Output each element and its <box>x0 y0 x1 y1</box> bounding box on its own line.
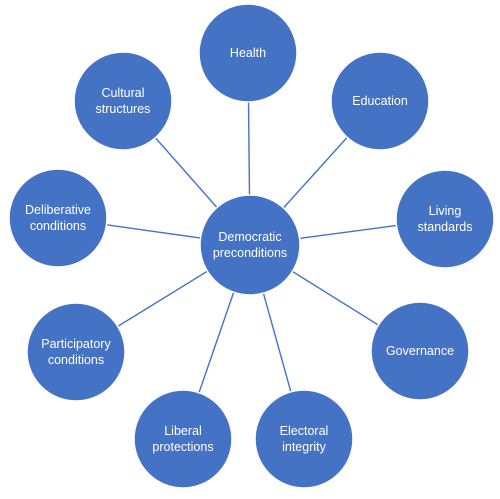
node-circle-electoral-integrity <box>254 389 354 489</box>
node-circles <box>8 3 495 489</box>
node-circle-living-standards <box>395 169 495 269</box>
node-circle-deliberative-conditions <box>8 168 108 268</box>
node-circle-governance <box>370 301 470 401</box>
center-node-circle <box>199 194 301 296</box>
node-circle-health <box>198 3 298 103</box>
node-circle-participatory-conditions <box>26 302 126 402</box>
node-circle-education <box>330 51 430 151</box>
node-circle-cultural-structures <box>73 51 173 151</box>
node-circle-liberal-protections <box>133 389 233 489</box>
